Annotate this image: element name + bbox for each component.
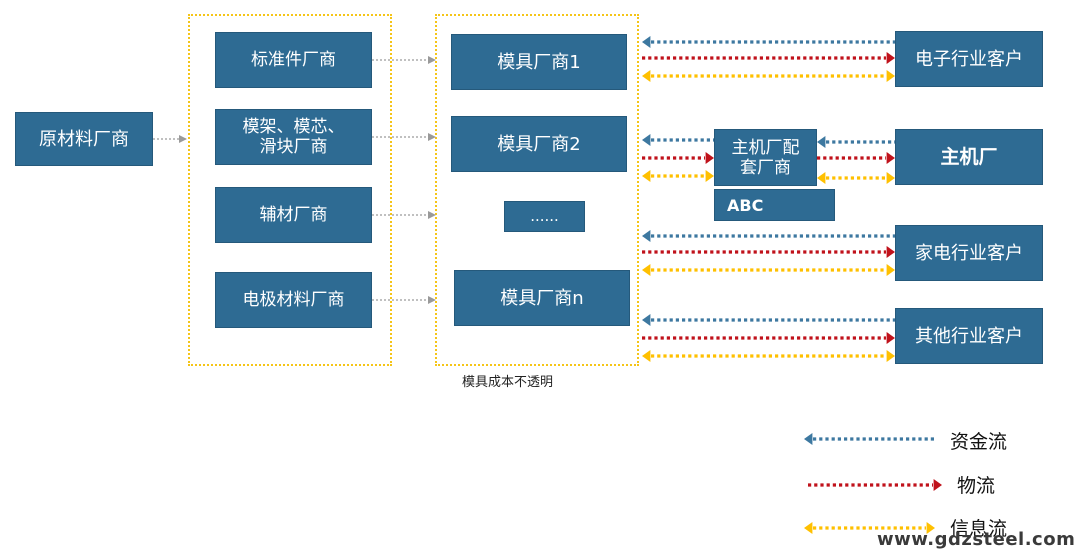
capital-flow-mold2-oemsupplier [642,134,714,146]
mold-maker-2: 模具厂商2 [451,116,627,172]
supplier-auxiliary: 辅材厂商 [215,187,372,243]
raw-material-box: 原材料厂商 [15,112,153,166]
legend-info-label: 信息流 [950,518,1008,540]
mold-cost-note: 模具成本不透明 [462,375,554,390]
capital-flow-appliance [642,230,895,242]
mold-maker-group-border [435,14,639,366]
customer-other: 其他行业客户 [895,308,1043,364]
supplier-mold-frame-label: 模架、模芯、 滑块厂商 [242,117,345,157]
supplier-mold-frame: 模架、模芯、 滑块厂商 [215,109,372,165]
logistics-flow-appliance [642,246,895,258]
mold-maker-ellipsis: ...... [504,201,585,232]
info-flow-mold2-oemsupplier [642,170,714,182]
legend-logistics-label: 物流 [957,475,996,497]
flow-layer [642,36,942,534]
mold-maker-n: 模具厂商n [454,270,630,326]
legend-capital-label: 资金流 [950,431,1008,453]
info-flow-other [642,350,895,362]
legend-logistics-sample [808,479,942,491]
logistics-flow-electronics [642,52,895,64]
capital-flow-other [642,314,895,326]
capital-flow-electronics [642,36,895,48]
logistics-flow-mold2-oemsupplier [642,152,714,164]
supplier-group-border [188,14,392,366]
logistics-flow-oemsupplier-oem [817,152,895,164]
supplier-electrode: 电极材料厂商 [215,272,372,328]
info-flow-appliance [642,264,895,276]
legend-capital-sample [804,433,935,445]
customer-appliance: 家电行业客户 [895,225,1043,281]
logistics-flow-other [642,332,895,344]
capital-flow-oemsupplier-oem [817,136,895,148]
oem-supplier-box: 主机厂配 套厂商 [714,129,817,186]
info-flow-electronics [642,70,895,82]
mold-maker-1: 模具厂商1 [451,34,627,90]
info-flow-oemsupplier-oem [817,172,895,184]
customer-oem: 主机厂 [895,129,1043,185]
customer-electronics: 电子行业客户 [895,31,1043,87]
abc-box: ABC [714,189,835,221]
supplier-standard-parts: 标准件厂商 [215,32,372,88]
oem-supplier-label: 主机厂配 套厂商 [731,137,800,178]
watermark: www.gdzsteel.com [877,529,1076,550]
